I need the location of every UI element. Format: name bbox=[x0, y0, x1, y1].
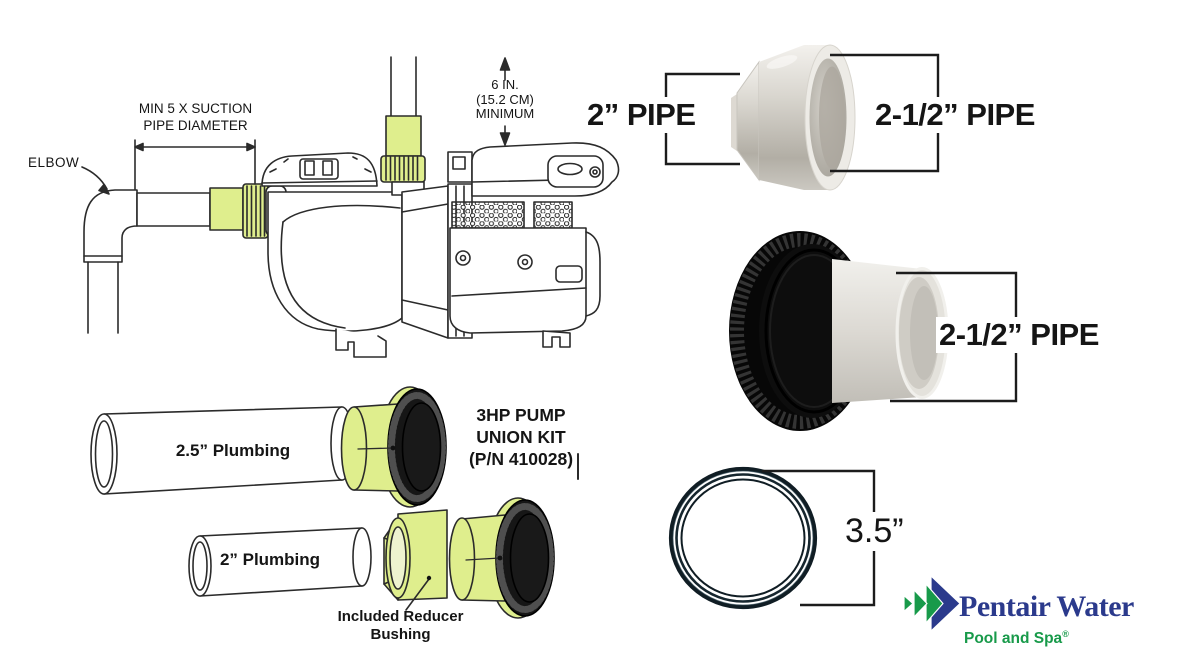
clearance-note-line1: 6 IN. bbox=[491, 77, 519, 92]
discharge-coupling bbox=[385, 115, 422, 157]
clearance-note: 6 IN. (15.2 CM) MINIMUM bbox=[460, 77, 550, 122]
suction-note-line1: MIN 5 X SUCTION bbox=[138, 101, 253, 116]
discharge-union-nut bbox=[380, 155, 426, 196]
pump-lid bbox=[261, 152, 378, 187]
pipe-2-5-drawing bbox=[90, 406, 354, 495]
union-kit-note-line3: (P/N 410028) bbox=[468, 449, 574, 469]
union-assembly-lower bbox=[448, 497, 555, 619]
bushing-leader-line bbox=[405, 575, 432, 611]
union-kit-note-line2: UNION KIT bbox=[476, 427, 566, 447]
suction-coupling bbox=[209, 187, 244, 231]
oring-photo bbox=[668, 466, 818, 610]
pump-motor bbox=[447, 142, 620, 334]
reducer-bushing-photo bbox=[731, 44, 856, 191]
elbow-leader-line bbox=[81, 166, 110, 195]
reducer-bushing-drawing bbox=[383, 509, 448, 601]
bushing-note-line2: Bushing bbox=[370, 626, 431, 643]
pentair-logo-mark bbox=[903, 575, 961, 632]
suction-note-line2: PIPE DIAMETER bbox=[143, 118, 248, 133]
suction-dimension-line bbox=[134, 139, 256, 190]
pump-strainer-pot bbox=[267, 191, 403, 332]
suction-dimension-note: MIN 5 X SUCTION PIPE DIAMETER bbox=[108, 100, 283, 134]
bushing-note-line1: Included Reducer bbox=[337, 608, 464, 625]
union-assembly-upper bbox=[340, 386, 447, 508]
union-kit-note: 3HP PUMP UNION KIT (P/N 410028) bbox=[455, 404, 587, 470]
pipe-2-drawing bbox=[188, 527, 372, 597]
pipe-2-label: 2” Plumbing bbox=[219, 550, 321, 569]
logo-tagline: Pool and Spa® bbox=[964, 626, 1069, 647]
bushing-note: Included Reducer Bushing bbox=[328, 608, 473, 644]
reducer-small-end-label: 2” PIPE bbox=[584, 97, 699, 133]
oring-size-label: 3.5” bbox=[840, 512, 909, 551]
union-nut-photo bbox=[729, 231, 949, 431]
reducer-large-end-label: 2-1/2” PIPE bbox=[872, 97, 1038, 133]
logo-tagline-text: Pool and Spa bbox=[964, 630, 1063, 647]
pipe-2-5-label: 2.5” Plumbing bbox=[175, 441, 291, 460]
union-pipe-label: 2-1/2” PIPE bbox=[936, 317, 1102, 353]
union-kit-exploded-drawing bbox=[90, 386, 579, 619]
pump-installation-drawing bbox=[81, 56, 620, 358]
registered-trademark-symbol: ® bbox=[1062, 629, 1069, 639]
union-kit-note-line1: 3HP PUMP bbox=[476, 405, 566, 425]
clearance-dimension-arrows bbox=[499, 57, 511, 146]
elbow-fitting bbox=[83, 189, 138, 334]
suction-pipe bbox=[136, 192, 211, 227]
clearance-note-line2: (15.2 CM) bbox=[476, 91, 534, 107]
clearance-note-line3: MINIMUM bbox=[475, 106, 535, 121]
elbow-label: ELBOW bbox=[28, 155, 80, 170]
discharge-pipe bbox=[390, 56, 417, 117]
pump-feet bbox=[335, 328, 571, 358]
logo-brand-text: Pentair Water bbox=[959, 590, 1134, 623]
